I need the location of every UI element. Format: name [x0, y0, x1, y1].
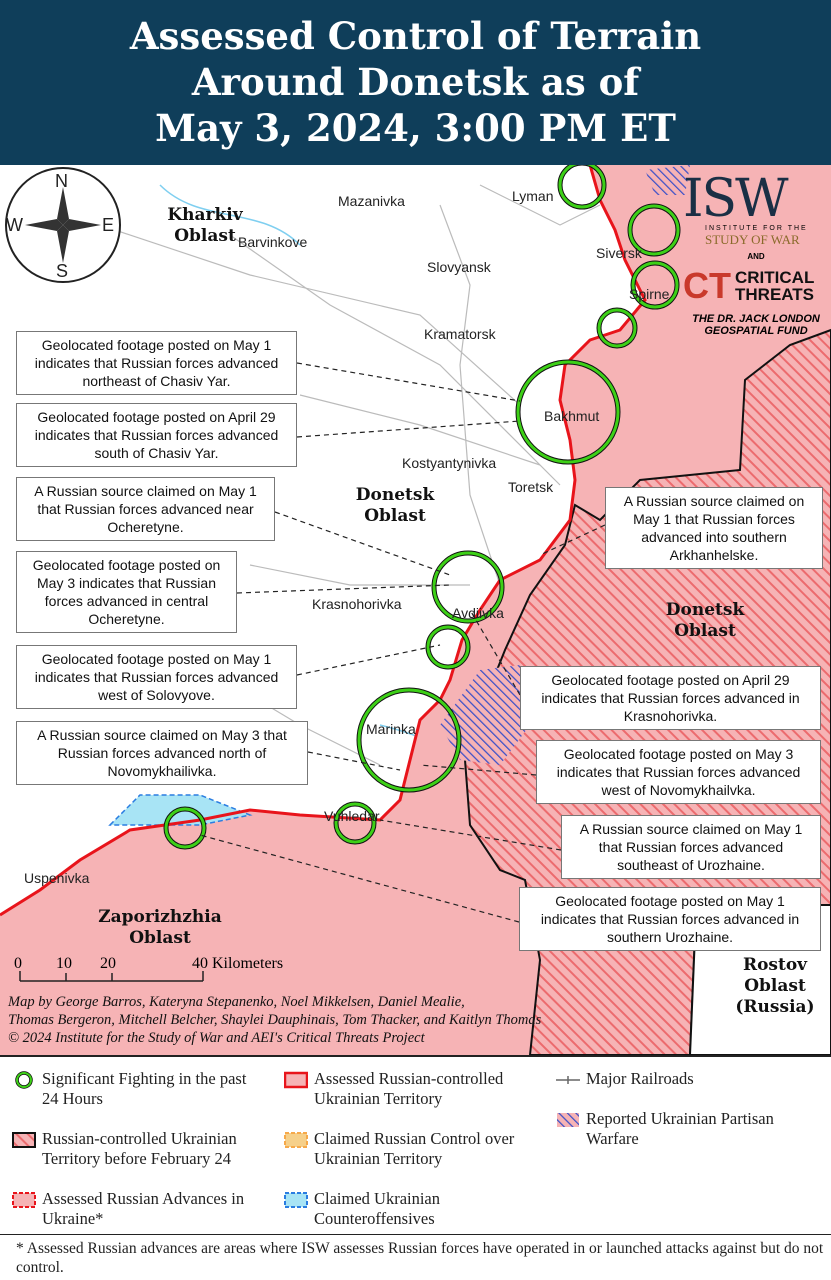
- scale-label: 20: [100, 955, 116, 972]
- advances-swatch-icon: [12, 1192, 36, 1208]
- callout: Geolocated footage posted on May 3 indic…: [16, 551, 237, 633]
- partisan-warfare-area: [645, 165, 690, 195]
- railroad-icon: [556, 1076, 580, 1084]
- front-line: [0, 165, 647, 917]
- town-label: Toretsk: [508, 479, 554, 495]
- town-label: Marinka: [366, 721, 416, 737]
- town-label: Spirne: [629, 286, 670, 302]
- callout: A Russian source claimed on May 1 that R…: [16, 477, 275, 541]
- credits-line: Thomas Bergeron, Mitchell Belcher, Shayl…: [8, 1012, 542, 1028]
- ct-mark-icon: CT: [683, 265, 731, 306]
- town-label: Uspenivka: [24, 870, 90, 886]
- callout: A Russian source claimed on May 1 that R…: [605, 487, 823, 569]
- callout-leaders: [199, 362, 606, 923]
- scale-label: 0: [14, 955, 22, 972]
- scale-label: 40 Kilometers: [192, 955, 284, 972]
- compass-south: S: [56, 261, 69, 281]
- footnote: * Assessed Russian advances are areas wh…: [16, 1240, 824, 1276]
- isw-ct-logo: ISW INSTITUTE FOR THE STUDY OF WAR AND C…: [683, 173, 829, 337]
- scale-label: 10: [56, 955, 72, 972]
- logo-text: THREATS: [735, 285, 815, 304]
- town-label: Bakhmut: [544, 408, 600, 424]
- compass-north: N: [55, 171, 68, 191]
- logo-text: CRITICAL: [735, 268, 815, 287]
- logo-text: INSTITUTE FOR THE: [705, 225, 808, 232]
- town-label: Kostyantynivka: [402, 455, 497, 471]
- credits-line: © 2024 Institute for the Study of War an…: [8, 1030, 425, 1046]
- credits-line: Map by George Barros, Kateryna Stepanenk…: [8, 994, 465, 1010]
- town-label: Kramatorsk: [424, 326, 496, 342]
- claimed-ukrainian-swatch-icon: [284, 1192, 308, 1208]
- callout: Geolocated footage posted on April 29 in…: [520, 666, 821, 730]
- legend-label: Major Railroads: [586, 1069, 694, 1088]
- oblast-label: Donetsk Oblast: [665, 600, 745, 641]
- oblast-label: Zaporizhzhia Oblast: [98, 907, 222, 948]
- legend-label: Assessed Russian-controlled Ukrainian Te…: [314, 1069, 504, 1108]
- town-label: Lyman: [512, 188, 554, 204]
- title-line: Around Donetsk as of: [191, 60, 640, 104]
- callout: Geolocated footage posted on April 29 in…: [16, 403, 297, 467]
- partisan-warfare-area: [440, 665, 540, 765]
- logo-text: GEOSPATIAL FUND: [704, 325, 808, 337]
- pre-feb-swatch-icon: [12, 1132, 36, 1148]
- map-area: N S E W Kharkiv Oblast Donetsk Oblast Do…: [0, 165, 831, 1055]
- title-line: Assessed Control of Terrain: [129, 14, 702, 58]
- logo-isw: ISW: [683, 169, 789, 229]
- oblast-label: Rostov Oblast (Russia): [735, 955, 815, 1017]
- town-label: Barvinkove: [238, 234, 308, 250]
- logo-text: AND: [747, 252, 765, 261]
- oblast-label: Kharkiv Oblast: [167, 205, 243, 246]
- callout: Geolocated footage posted on May 1 indic…: [16, 331, 297, 395]
- title-line: May 3, 2024, 3:00 PM ET: [155, 106, 676, 150]
- town-label: Krasnohorivka: [312, 596, 402, 612]
- fighting-circles: [164, 165, 680, 849]
- legend-label: Russian-controlled Ukrainian Territory b…: [42, 1129, 237, 1168]
- legend-label: Claimed Russian Control over Ukrainian T…: [314, 1129, 515, 1168]
- callout: Geolocated footage posted on May 1 indic…: [16, 645, 297, 709]
- callout: A Russian source claimed on May 1 that R…: [561, 815, 821, 879]
- claimed-russian-swatch-icon: [284, 1132, 308, 1148]
- town-label: Vuhledar: [324, 808, 380, 824]
- legend: Significant Fighting in the past 24 Hour…: [0, 1055, 831, 1235]
- town-label: Mazanivka: [338, 193, 405, 209]
- town-label: Siversk: [596, 245, 642, 261]
- legend-label: Reported Ukrainian Partisan Warfare: [586, 1109, 774, 1148]
- compass-east: E: [102, 215, 115, 235]
- logo-text: STUDY OF WAR: [705, 232, 800, 247]
- credits: Map by George Barros, Kateryna Stepanenk…: [8, 993, 541, 1047]
- callout: A Russian source claimed on May 3 that R…: [16, 721, 308, 785]
- callout: Geolocated footage posted on May 1 indic…: [519, 887, 821, 951]
- compass: [5, 167, 121, 283]
- town-label: Avdiivka: [452, 605, 504, 621]
- legend-label: Assessed Russian Advances in Ukraine*: [42, 1189, 245, 1228]
- legend-label: Significant Fighting in the past 24 Hour…: [42, 1069, 247, 1108]
- oblast-label: Donetsk Oblast: [355, 485, 435, 526]
- logo-text: THE DR. JACK LONDON: [692, 313, 820, 325]
- compass-west: W: [6, 215, 23, 235]
- town-label: Slovyansk: [427, 259, 491, 275]
- partisan-swatch-icon: [557, 1113, 579, 1127]
- fighting-circle-icon: [15, 1071, 33, 1089]
- legend-label: Claimed Ukrainian Counteroffensives: [314, 1189, 441, 1228]
- scale-bar: [19, 971, 204, 982]
- callout: Geolocated footage posted on May 3 indic…: [536, 740, 821, 804]
- assessed-swatch-icon: [284, 1071, 308, 1089]
- map-title: Assessed Control of Terrain Around Donet…: [0, 0, 831, 165]
